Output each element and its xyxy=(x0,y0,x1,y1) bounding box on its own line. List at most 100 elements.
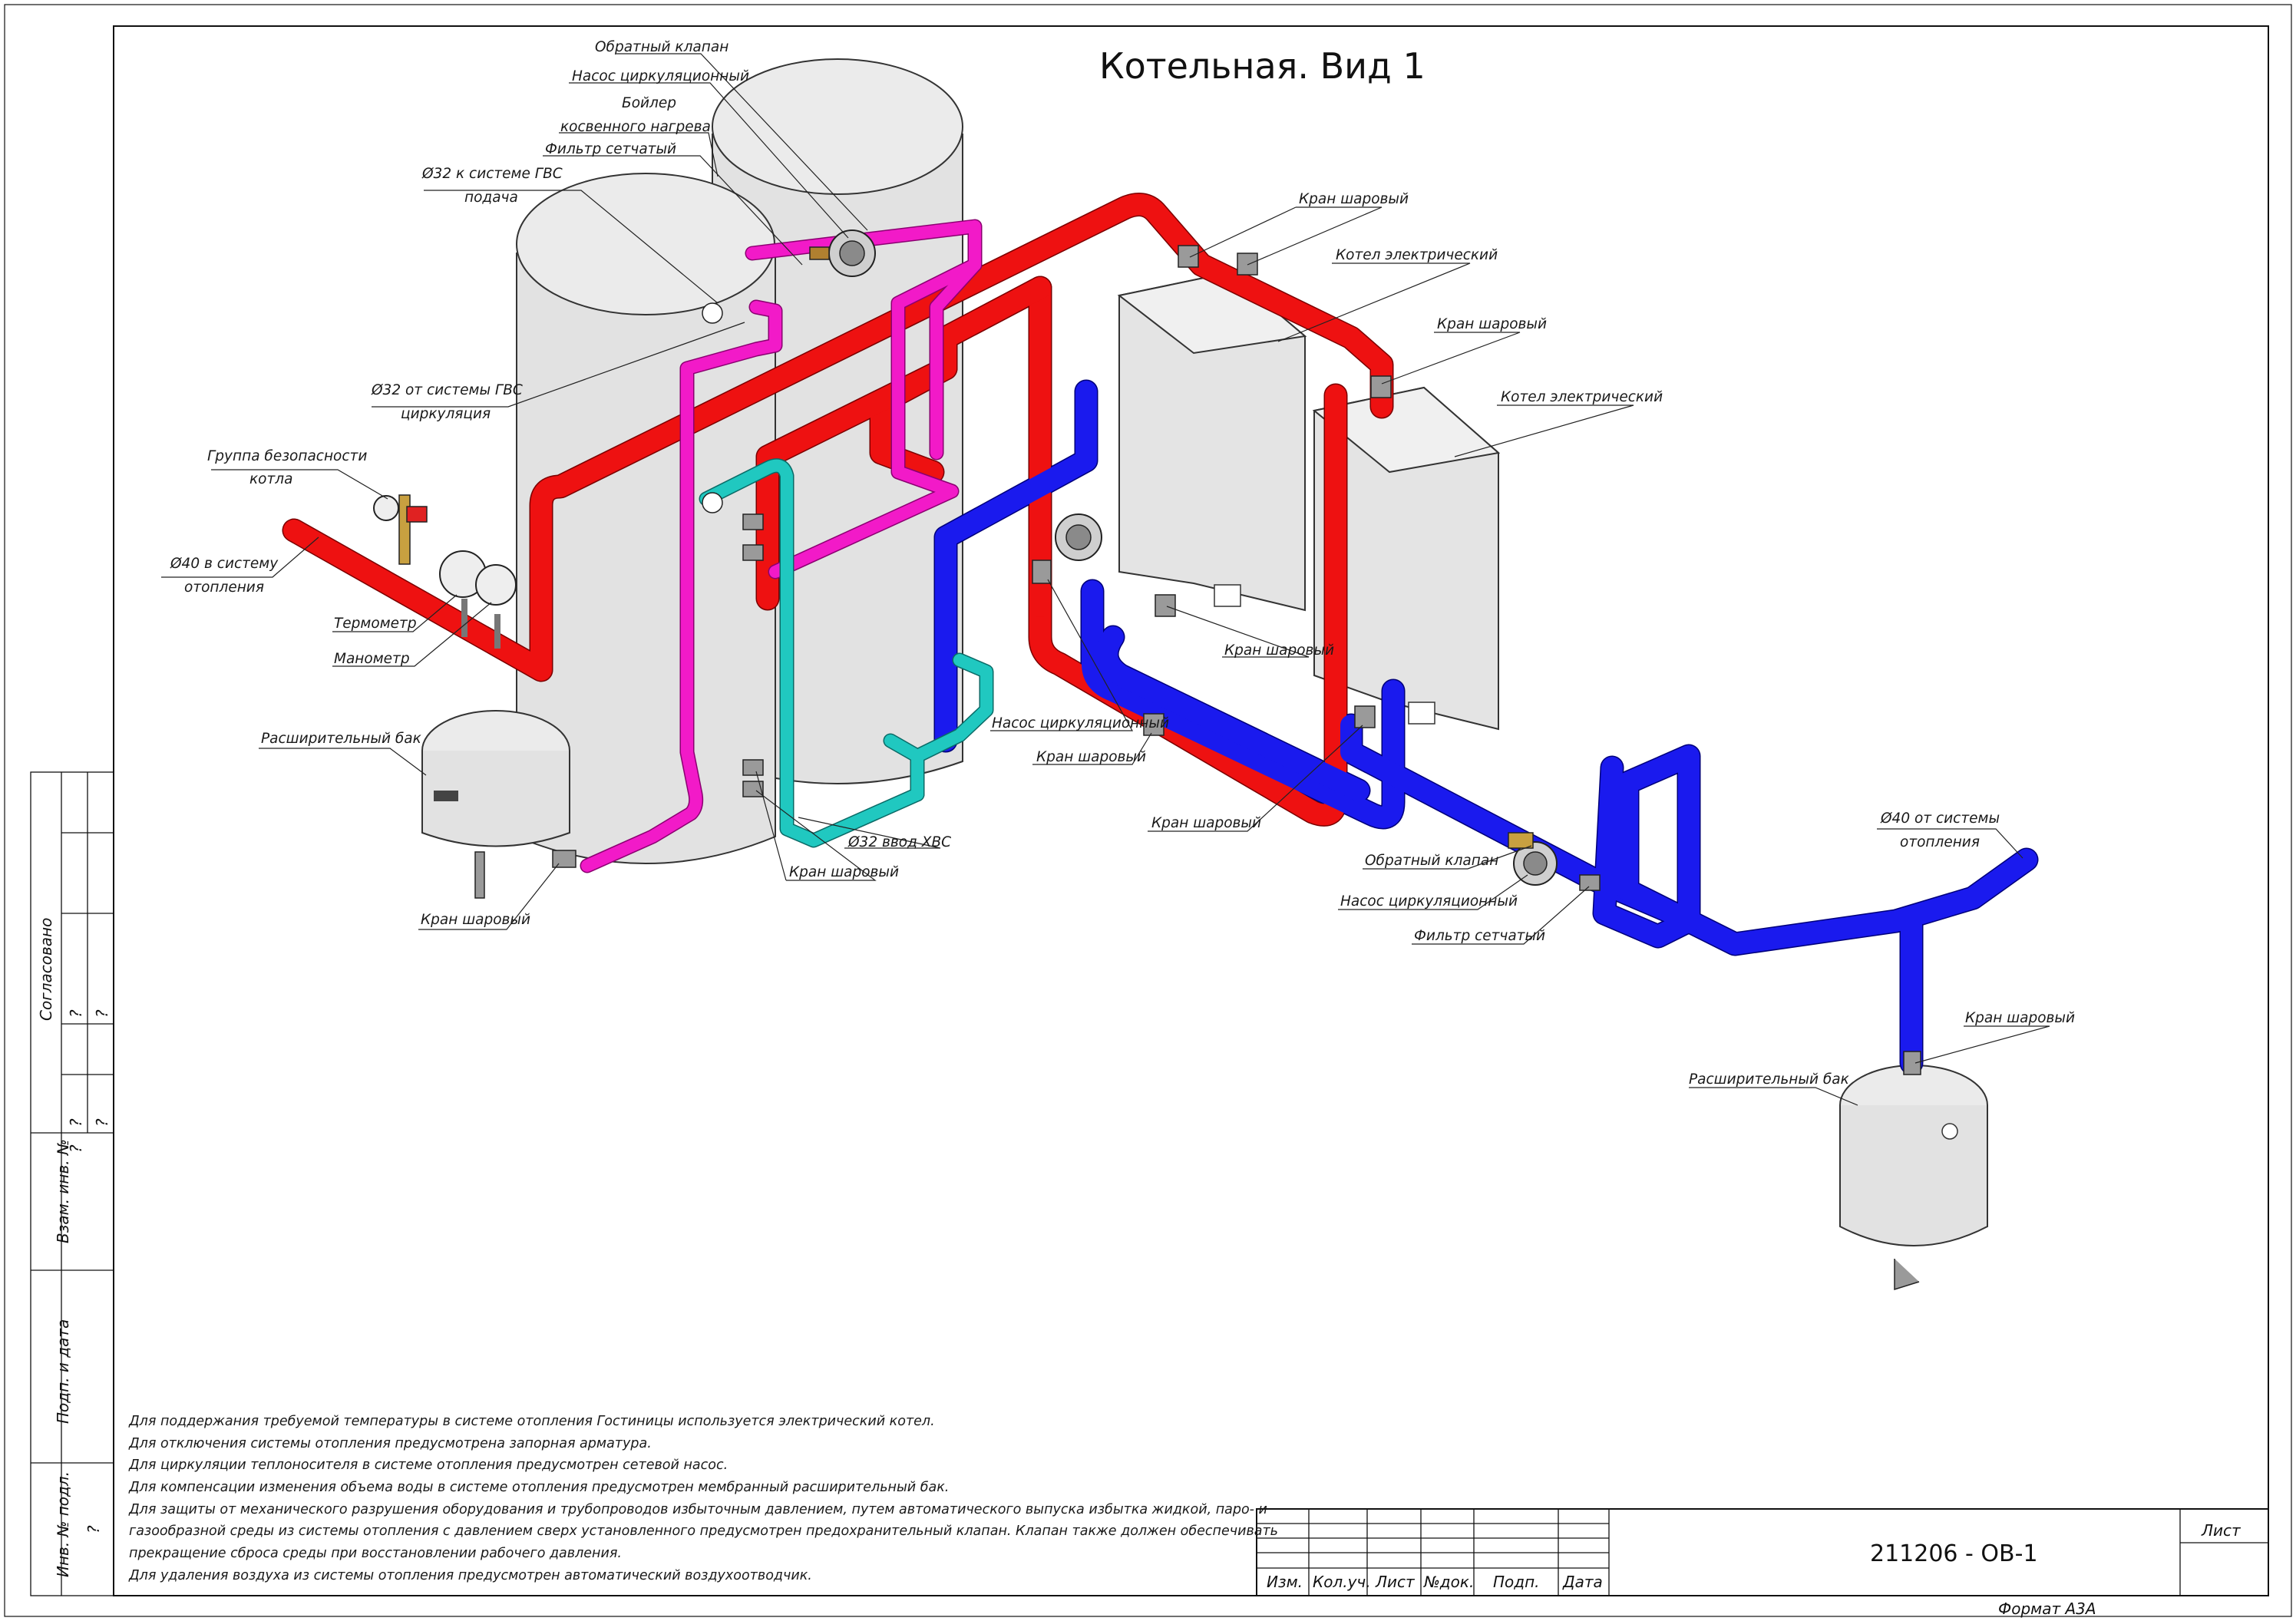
ball-valve-icon xyxy=(1155,594,1176,617)
note-line: Для удаления воздуха из системы отоплени… xyxy=(128,1568,812,1583)
safety-group xyxy=(373,494,428,565)
label-safety-group-1: Группа безопасности xyxy=(207,448,367,464)
pipe-return-loop xyxy=(1096,626,1369,801)
label-electric-boiler-2: Котел электрический xyxy=(1501,389,1663,405)
ball-valve-icon xyxy=(1370,375,1392,398)
note-line: Для отключения системы отопления предусм… xyxy=(128,1436,652,1451)
stamp-inv-podl: Инв. № подл. xyxy=(54,1471,72,1577)
tb-sheet-label: Лист xyxy=(2201,1521,2241,1540)
dhw-outlet-icon xyxy=(702,302,723,324)
label-check-valve-2: Обратный клапан xyxy=(1365,853,1498,869)
label-filter-2: Фильтр сетчатый xyxy=(1414,928,1545,944)
stamp-placeholder-1: ? xyxy=(67,1009,85,1018)
ball-valve-icon xyxy=(1903,1051,1921,1075)
note-line: Для поддержания требуемой температуры в … xyxy=(128,1414,935,1429)
label-boiler-indirect-1: Бойлер xyxy=(622,95,676,111)
tb-col-doc: №док. xyxy=(1423,1573,1474,1591)
stamp-placeholder-4: ? xyxy=(93,1118,111,1127)
safety-manometer-icon xyxy=(373,495,399,521)
ball-valve-icon xyxy=(742,544,764,561)
label-safety-group-2: котла xyxy=(249,471,292,487)
outer-border xyxy=(4,4,2292,1617)
pipe-dhw-recirculation xyxy=(581,301,781,872)
label-pump-3: Насос циркуляционный xyxy=(1340,893,1518,910)
pipes-return xyxy=(935,381,2037,1074)
label-ball-valve-tank: Кран шаровый xyxy=(421,912,530,928)
note-line: прекращение сброса среды при восстановле… xyxy=(129,1546,622,1561)
pipe-heating-supply xyxy=(283,193,1392,681)
ball-valve-icon xyxy=(552,850,576,868)
stamp-placeholder-6: ? xyxy=(84,1525,103,1534)
pipe-heating-return xyxy=(1340,715,2037,955)
label-ball-valve-low: Кран шаровый xyxy=(1151,815,1261,831)
label-dhw-supply-2: подача xyxy=(464,190,518,206)
label-ball-valve-pump: Кран шаровый xyxy=(1036,749,1146,765)
ball-valve-icon xyxy=(1579,874,1601,891)
pipe-return-manifold xyxy=(1082,580,1404,828)
pipe-dhw-branch xyxy=(930,259,981,459)
label-ball-valve-boiler1: Кран шаровый xyxy=(1224,642,1334,659)
tb-col-data: Дата xyxy=(1562,1573,1603,1591)
note-line: газообразной среды из системы отопления … xyxy=(129,1524,1278,1539)
pipe-return-coil xyxy=(935,381,1097,579)
tb-col-kol: Кол.уч. xyxy=(1313,1573,1371,1591)
pipes-cold-water xyxy=(699,458,994,848)
tb-designation: 211206 - ОВ-1 xyxy=(1870,1540,2038,1567)
label-dhw-recirc-2: циркуляция xyxy=(401,406,491,422)
return-pump-icon xyxy=(1508,832,1558,886)
label-filter-1: Фильтр сетчатый xyxy=(545,141,676,157)
note-line: Для компенсации изменения объема воды в … xyxy=(128,1480,949,1495)
dhw-pump-icon xyxy=(809,229,876,277)
label-heating-return-2: отопления xyxy=(1900,834,1980,850)
tb-col-list: Лист xyxy=(1375,1573,1416,1591)
ball-valve-icon xyxy=(742,513,764,530)
label-electric-boiler-1: Котел электрический xyxy=(1336,247,1498,263)
pipe-dhw-supply xyxy=(746,220,981,578)
ball-valves xyxy=(552,245,1921,1075)
stamp-vzam: Взам. инв. № xyxy=(54,1139,72,1243)
label-heating-supply-2: отопления xyxy=(184,579,264,596)
expansion-tank-2 xyxy=(1839,1065,1988,1291)
drawing-title: Котельная. Вид 1 xyxy=(1099,45,1426,87)
stamp-placeholder-5: ? xyxy=(67,1144,85,1153)
pipe-cold-water-inlet xyxy=(700,459,923,847)
stamp-placeholder-3: ? xyxy=(67,1118,85,1127)
label-heating-supply-1: Ø40 в систему xyxy=(170,556,279,572)
heating-pump-icon xyxy=(1055,513,1102,561)
label-thermometer: Термометр xyxy=(334,616,417,632)
stamp-placeholder-2: ? xyxy=(93,1009,111,1018)
pumps xyxy=(809,229,1558,886)
label-boiler-indirect-2: косвенного нагрева xyxy=(560,119,711,135)
cw-inlet-icon xyxy=(702,492,723,513)
label-expansion-tank-1: Расширительный бак xyxy=(261,731,422,747)
label-pump-2: Насос циркуляционный xyxy=(992,715,1169,731)
label-ball-valve-top1: Кран шаровый xyxy=(1299,191,1409,207)
ball-valve-icon xyxy=(742,759,764,776)
pipe-cold-water-branch xyxy=(911,654,993,801)
label-ball-valve-tank2: Кран шаровый xyxy=(1965,1010,2075,1026)
stamp-agreed: Согласовано xyxy=(37,918,55,1021)
expansion-tank-1 xyxy=(421,710,570,899)
ball-valve-icon xyxy=(1237,253,1258,276)
gauges xyxy=(439,550,517,649)
electric-boiler-1 xyxy=(1117,271,1307,612)
notes: Для поддержания требуемой температуры в … xyxy=(128,1414,1278,1583)
label-manometer: Манометр xyxy=(334,651,410,667)
pipe-return-loop-2 xyxy=(1594,745,1700,947)
label-ball-valve-cw: Кран шаровый xyxy=(789,864,899,880)
label-cold-water-in: Ø32 ввод ХВС xyxy=(847,834,951,850)
pipes-dhw xyxy=(580,219,983,873)
label-pump-1: Насос циркуляционный xyxy=(572,68,749,84)
label-heating-return-1: Ø40 от системы xyxy=(1880,810,2000,827)
stamp-podp-data: Подп. и дата xyxy=(54,1319,72,1424)
title-block: Изм. Кол.уч. Лист №док. Подп. Дата 21120… xyxy=(1256,1508,2269,1618)
note-line: Для защиты от механического разрушения о… xyxy=(128,1502,1267,1517)
label-dhw-supply-1: Ø32 к системе ГВС xyxy=(421,166,563,182)
tb-col-izm: Изм. xyxy=(1267,1573,1303,1591)
ball-valve-icon xyxy=(1178,245,1199,268)
manometer-icon xyxy=(475,564,517,606)
label-ball-valve-top2: Кран шаровый xyxy=(1437,316,1547,332)
label-check-valve-1: Обратный клапан xyxy=(595,39,728,55)
callouts: Обратный клапан Насос циркуляционный Бой… xyxy=(161,39,2075,1106)
